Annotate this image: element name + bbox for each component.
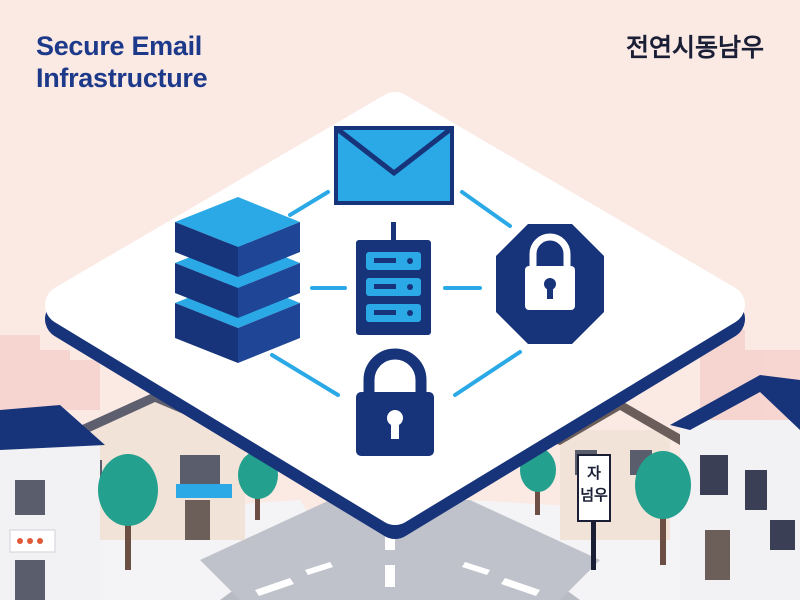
street-sign: 자 넘우 <box>577 454 611 570</box>
title-line-1: Secure Email <box>36 31 202 61</box>
page-title: Secure Email Infrastructure <box>36 30 208 94</box>
padlock-icon <box>356 348 434 456</box>
house-right-front <box>670 375 800 600</box>
korean-label: 전연시동남우 <box>625 33 764 62</box>
database-stack-icon <box>175 197 300 363</box>
server-rack-icon <box>356 222 431 335</box>
tree-left <box>98 451 278 570</box>
house-left-front <box>0 405 105 600</box>
connectors <box>270 190 522 397</box>
road <box>200 500 600 600</box>
title-line-2: Infrastructure <box>36 63 208 93</box>
street-sign-line-1: 자 <box>587 464 601 482</box>
envelope-icon <box>334 126 454 205</box>
padlock-badge-icon <box>496 224 604 344</box>
street-sign-line-2: 넘우 <box>580 486 608 504</box>
tree-right <box>520 448 691 565</box>
